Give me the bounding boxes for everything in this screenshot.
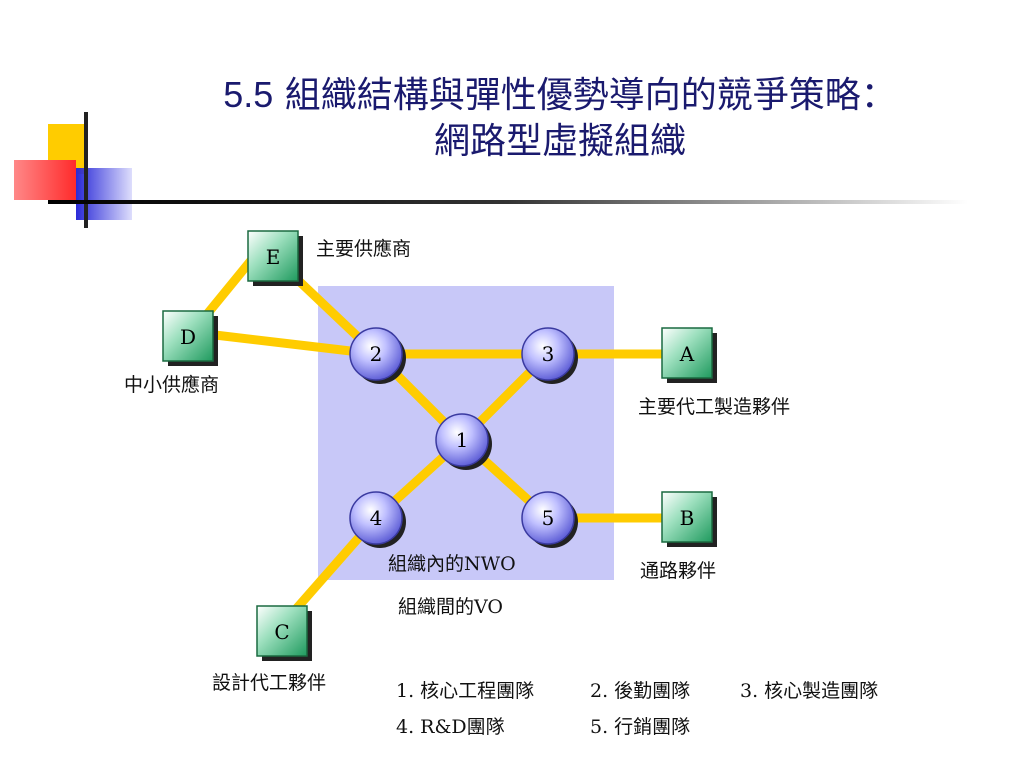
legend-item-1: 1. 核心工程團隊 xyxy=(396,680,535,702)
label-main-supplier: 主要供應商 xyxy=(316,238,412,260)
legend-item-4: 4. R&D團隊 xyxy=(396,716,505,738)
label-channel-partner: 通路夥伴 xyxy=(640,560,717,582)
decor-vertical-line xyxy=(84,112,88,228)
circle-node-4: 4 xyxy=(349,491,406,548)
square-node-a-label: A xyxy=(679,342,695,366)
circle-node-3-label: 3 xyxy=(542,342,555,366)
square-node-d: D xyxy=(162,310,218,366)
square-node-e-label: E xyxy=(266,245,281,269)
decor-red-block xyxy=(14,160,76,200)
circle-node-1-label: 1 xyxy=(456,428,469,452)
square-node-b-label: B xyxy=(680,506,695,530)
square-node-c-label: C xyxy=(274,620,289,644)
label-design-partner: 設計代工夥伴 xyxy=(212,672,327,694)
circle-node-2-label: 2 xyxy=(370,342,383,366)
square-node-b: B xyxy=(661,491,717,547)
title-line-1: 組織結構與彈性優勢導向的競爭策略： xyxy=(284,75,897,116)
circle-node-4-label: 4 xyxy=(370,506,383,530)
page-title: 5.5 組織結構與彈性優勢導向的競爭策略： 網路型虛擬組織 xyxy=(120,72,1000,165)
circle-node-3: 3 xyxy=(521,327,578,384)
title-line-2: 網路型虛擬組織 xyxy=(433,121,686,162)
square-node-a: A xyxy=(661,327,717,383)
square-node-e: E xyxy=(247,230,303,286)
legend-item-3: 3. 核心製造團隊 xyxy=(740,680,879,702)
circle-node-1: 1 xyxy=(435,413,492,470)
square-node-c: C xyxy=(256,605,312,661)
circle-node-5: 5 xyxy=(521,491,578,548)
circle-node-2: 2 xyxy=(349,327,406,384)
circle-node-5-label: 5 xyxy=(542,506,555,530)
label-main-oem-partner: 主要代工製造夥伴 xyxy=(638,396,791,418)
legend-item-5: 5. 行銷團隊 xyxy=(590,716,691,738)
link-d-2 xyxy=(210,330,381,359)
label-vo: 組織間的VO xyxy=(398,596,503,618)
label-nwo: 組織內的NWO xyxy=(388,553,516,575)
title-number: 5.5 xyxy=(223,74,274,115)
label-small-supplier: 中小供應商 xyxy=(124,374,220,396)
legend-item-2: 2. 後勤團隊 xyxy=(590,680,691,702)
title-underline xyxy=(48,200,968,204)
square-node-d-label: D xyxy=(180,325,196,349)
